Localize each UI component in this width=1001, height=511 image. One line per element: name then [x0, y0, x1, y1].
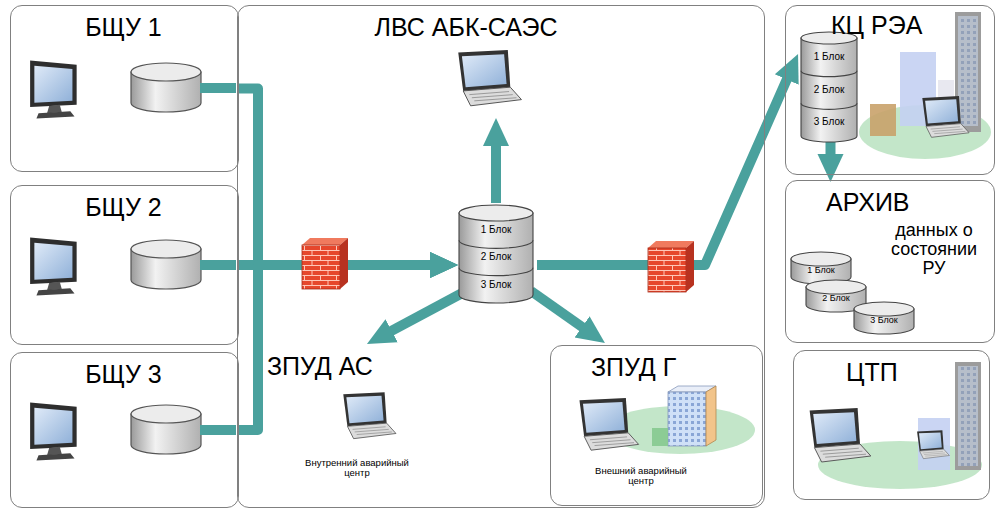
laptop: [458, 50, 521, 106]
box-title: БЩУ 3: [11, 361, 236, 389]
data-flow-arrow: [537, 67, 792, 265]
box-title: БЩУ 2: [11, 194, 236, 222]
box-title: ЛВС АБК-САЭС: [238, 14, 694, 42]
db-label: 1 Блок: [458, 224, 534, 235]
db-label: 2 Блок: [458, 251, 534, 262]
db-label: 3 Блок: [800, 116, 858, 127]
control-room-box: БЩУ 3: [10, 352, 239, 508]
box-title: АРХИВ: [826, 189, 946, 217]
control-room-equipment: [30, 60, 201, 460]
network-box: ЛВС АБК-САЭС 1 Блок 2 Блок 3 БлокЗПУД АС Вну…: [237, 5, 765, 508]
database-cylinder: 3 Блок: [853, 302, 918, 334]
db-label: 2 Блок: [805, 294, 867, 304]
data-flow-arrow: [379, 291, 466, 337]
data-flow-arrow: [531, 291, 594, 335]
archive-box: АРХИВ данных о состоянии РУ 1 Блок 2 Блок 3 …: [785, 180, 995, 343]
emergency-center-box: ЗПУД Г Внешний аварийный центр: [550, 345, 763, 506]
flow-arrow: [491, 132, 501, 203]
box-title: БЩУ 1: [11, 14, 236, 42]
support-center-box: ЦТП: [793, 350, 990, 500]
box-body: данных о состоянии РУ: [884, 221, 984, 278]
db-label: 3 Блок: [853, 316, 915, 326]
data-flow-arrow: [239, 89, 444, 266]
emergency-center: ЗПУД АС Внутренний аварийный центр: [262, 348, 457, 498]
box-title: КЦ РЭА: [831, 12, 951, 40]
database-stack: 1 Блок 2 Блок 3 Блок: [458, 205, 537, 303]
data-flow-arrow: [239, 265, 444, 430]
db-label: 3 Блок: [458, 279, 534, 290]
caption: Внешний аварийный центр: [586, 466, 696, 487]
box-title: ЦТП: [846, 359, 946, 387]
control-room-box: БЩУ 1: [10, 5, 239, 172]
db-label: 2 Блок: [800, 84, 858, 95]
caption: Внутренний аварийный центр: [297, 458, 417, 479]
wire-stub: [200, 88, 236, 430]
laptop: [343, 392, 396, 439]
control-room-box: БЩУ 2: [10, 185, 239, 345]
external-center-picture: [579, 386, 755, 454]
crisis-center-box: КЦ РЭА 1 Блок 2 Блок 3 Блок: [785, 5, 995, 175]
firewall: [648, 241, 694, 292]
firewall: [302, 238, 348, 289]
box-title: ЗПУД Г: [591, 354, 751, 382]
db-label: 1 Блок: [800, 51, 858, 62]
database-cylinder: 1 Блок: [790, 252, 855, 284]
box-title: ЗПУД АС: [267, 353, 452, 381]
database-stack: 1 Блок 2 Блок 3 Блок: [800, 32, 861, 142]
db-label: 1 Блок: [790, 266, 852, 276]
data-flow-arrow: [826, 142, 836, 168]
